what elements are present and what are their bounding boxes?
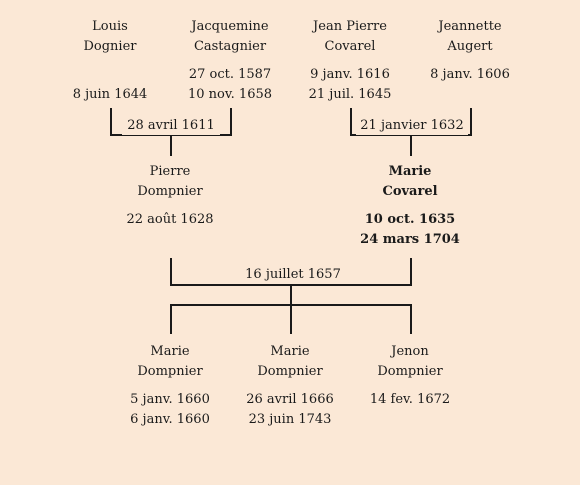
connector-line — [350, 108, 352, 136]
last-name: Covarel — [382, 184, 438, 199]
marriage-date: 16 juillet 1657 — [236, 266, 350, 284]
connector-line — [110, 108, 112, 136]
death-date — [410, 85, 530, 105]
person-jeannette-augert: Jeannette Augert 8 janv. 1606 — [410, 17, 530, 105]
death-date: 8 juin 1644 — [72, 87, 148, 102]
person-jenon-dompnier: Jenon Dompnier 14 fev. 1672 — [350, 342, 470, 430]
life-dates: 14 fev. 1672 — [350, 390, 470, 430]
life-dates: 22 août 1628 — [110, 210, 230, 250]
last-name: Dompnier — [137, 184, 203, 199]
last-name: Castagnier — [193, 39, 267, 54]
descent-line — [410, 134, 412, 156]
marriage-date: 28 avril 1611 — [122, 117, 220, 135]
birth-date: 10 oct. 1635 — [364, 212, 456, 227]
first-name: Pierre — [149, 164, 191, 179]
life-dates: 27 oct. 1587 10 nov. 1658 — [170, 65, 290, 105]
first-name: Louis — [92, 19, 128, 34]
last-name: Dompnier — [137, 364, 203, 379]
birth-date — [50, 65, 170, 85]
death-date: 23 juin 1743 — [248, 412, 332, 427]
person-jacquemine-castagnier: Jacquemine Castagnier 27 oct. 1587 10 no… — [170, 17, 290, 105]
death-date: 21 juil. 1645 — [308, 87, 392, 102]
birth-date: 9 janv. 1616 — [310, 67, 390, 82]
connector-line — [470, 108, 472, 136]
child-line — [410, 304, 412, 334]
first-name: Marie — [388, 164, 432, 179]
first-name: Marie — [270, 344, 310, 359]
last-name: Dompnier — [257, 364, 323, 379]
last-name: Dognier — [83, 39, 137, 54]
birth-date: 22 août 1628 — [126, 212, 214, 227]
birth-date: 14 fev. 1672 — [369, 392, 451, 407]
child-line — [290, 304, 292, 334]
person-jean-pierre-covarel: Jean Pierre Covarel 9 janv. 1616 21 juil… — [290, 17, 410, 105]
life-dates: 8 juin 1644 — [50, 65, 170, 105]
connector-line — [230, 108, 232, 136]
first-name: Jeannette — [438, 19, 502, 34]
life-dates: 9 janv. 1616 21 juil. 1645 — [290, 65, 410, 105]
death-date: 6 janv. 1660 — [130, 412, 210, 427]
person-marie-dompnier-1666: Marie Dompnier 26 avril 1666 23 juin 174… — [230, 342, 350, 430]
person-pierre-dompnier: Pierre Dompnier 22 août 1628 — [110, 162, 230, 250]
connector-line — [170, 258, 172, 286]
first-name: Jenon — [391, 344, 429, 359]
life-dates: 10 oct. 1635 24 mars 1704 — [350, 210, 470, 250]
birth-date: 27 oct. 1587 — [188, 67, 272, 82]
person-marie-dompnier-1660: Marie Dompnier 5 janv. 1660 6 janv. 1660 — [110, 342, 230, 430]
descent-line — [170, 134, 172, 156]
first-name: Marie — [150, 344, 190, 359]
life-dates: 26 avril 1666 23 juin 1743 — [230, 390, 350, 430]
last-name: Dompnier — [377, 364, 443, 379]
first-name: Jean Pierre — [313, 19, 387, 34]
death-date: 24 mars 1704 — [360, 232, 460, 247]
birth-date: 8 janv. 1606 — [430, 67, 510, 82]
connector-line — [410, 258, 412, 286]
life-dates: 8 janv. 1606 — [410, 65, 530, 105]
life-dates: 5 janv. 1660 6 janv. 1660 — [110, 390, 230, 430]
last-name: Augert — [447, 39, 493, 54]
birth-date: 26 avril 1666 — [246, 392, 334, 407]
child-line — [170, 304, 172, 334]
death-date — [110, 230, 230, 250]
first-name: Jacquemine — [191, 19, 269, 34]
marriage-date: 21 janvier 1632 — [356, 117, 468, 135]
last-name: Covarel — [324, 39, 376, 54]
death-date: 10 nov. 1658 — [187, 87, 273, 102]
death-date — [350, 410, 470, 430]
person-louis-dognier: Louis Dognier 8 juin 1644 — [50, 17, 170, 105]
person-marie-covarel: Marie Covarel 10 oct. 1635 24 mars 1704 — [350, 162, 470, 250]
descent-line — [290, 284, 292, 304]
birth-date: 5 janv. 1660 — [130, 392, 210, 407]
